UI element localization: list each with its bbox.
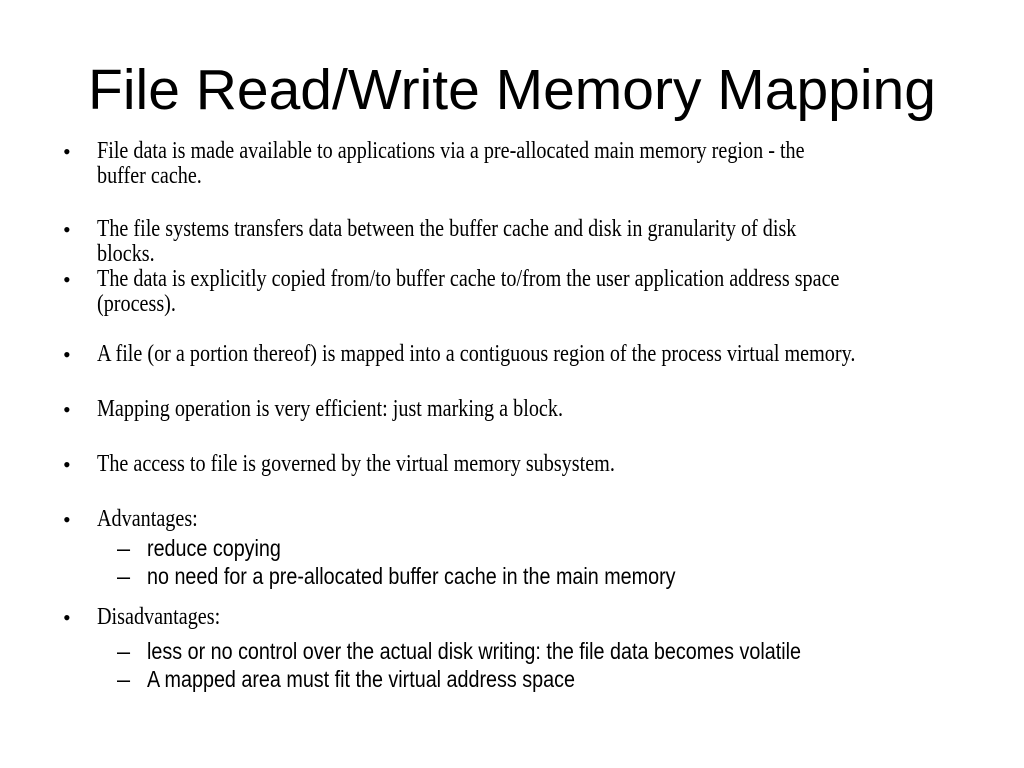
sub-bullet-item: –less or no control over the actual disk… [0,637,1024,665]
slide-title: File Read/Write Memory Mapping [88,58,936,122]
bullet-marker: • [63,507,71,532]
bullet-list: • File data is made available to applicat… [0,139,1024,693]
bullet-item: • File data is made available to applicat… [0,139,1024,189]
bullet-text: The access to file is governed by the vi… [97,452,615,477]
bullet-marker: • [63,267,71,292]
bullet-line: Advantages: [97,506,198,532]
bullet-item: • Advantages: [0,507,1024,533]
sub-bullet-item: –A mapped area must fit the virtual addr… [0,665,1024,693]
bullet-line: The file systems transfers data between … [97,216,797,242]
bullet-item: • Mapping operation is very efficient: ju… [0,397,1024,423]
dash-marker: – [117,563,131,589]
bullet-line: buffer cache. [97,163,202,189]
bullet-text: The file systems transfers data between … [97,217,796,267]
dash-marker: – [117,638,131,664]
dash-marker: – [117,666,131,692]
bullet-text: Mapping operation is very efficient: jus… [97,397,563,422]
bullet-line: blocks. [97,241,155,267]
bullet-marker: • [63,139,71,164]
bullet-text: A file (or a portion thereof) is mapped … [97,342,855,367]
bullet-line: Disadvantages: [97,604,221,630]
bullet-text: Disadvantages: [97,605,220,630]
bullet-marker: • [63,452,71,477]
bullet-marker: • [63,217,71,242]
bullet-item: • The file systems transfers data between… [0,217,1024,267]
bullet-text: Advantages: [97,507,198,532]
dash-marker: – [117,535,131,561]
bullet-text: File data is made available to applicati… [97,139,805,189]
bullet-line: A file (or a portion thereof) is mapped … [97,341,856,367]
bullet-text: no need for a pre-allocated buffer cache… [147,562,676,590]
bullet-line: A mapped area must fit the virtual addre… [147,666,575,692]
bullet-text: A mapped area must fit the virtual addre… [147,665,575,693]
bullet-item: • Disadvantages: [0,605,1024,631]
bullet-line: no need for a pre-allocated buffer cache… [147,563,676,589]
bullet-line: Mapping operation is very efficient: jus… [97,396,564,422]
bullet-line: The access to file is governed by the vi… [97,451,615,477]
sub-bullet-item: –reduce copying [0,534,1024,562]
bullet-marker: • [63,605,71,630]
bullet-item: • The data is explicitly copied from/to b… [0,267,1024,317]
bullet-text: reduce copying [147,534,281,562]
bullet-text: The data is explicitly copied from/to bu… [97,267,839,317]
bullet-line: less or no control over the actual disk … [147,638,801,664]
bullet-item: • A file (or a portion thereof) is mapped… [0,342,1024,368]
bullet-line: reduce copying [147,535,281,561]
sub-bullet-item: –no need for a pre-allocated buffer cach… [0,562,1024,590]
bullet-item: • The access to file is governed by the v… [0,452,1024,478]
bullet-line: The data is explicitly copied from/to bu… [97,266,840,292]
bullet-marker: • [63,342,71,367]
bullet-marker: • [63,397,71,422]
bullet-line: (process). [97,291,176,317]
bullet-line: File data is made available to applicati… [97,138,805,164]
bullet-text: less or no control over the actual disk … [147,637,801,665]
